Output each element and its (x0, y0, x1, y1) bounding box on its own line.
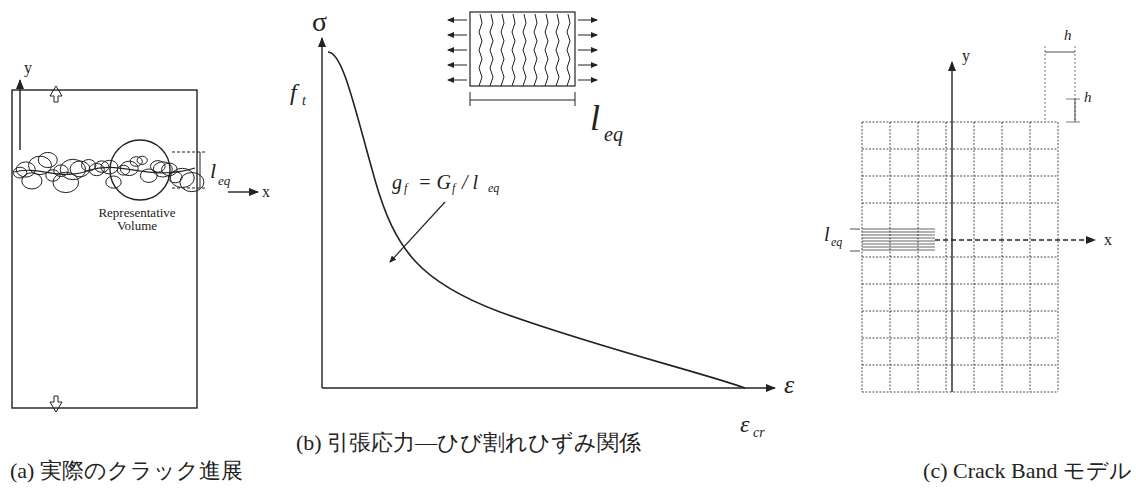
stroke (448, 35, 467, 36)
stroke (13, 167, 27, 178)
stroke (578, 20, 597, 21)
dimension-label: l (824, 224, 830, 244)
stroke (862, 176, 1058, 177)
stroke (180, 173, 204, 192)
stroke (862, 365, 1058, 366)
stroke (862, 241, 935, 242)
stroke (862, 392, 1058, 393)
stroke (578, 35, 597, 36)
stroke (448, 80, 467, 81)
region-label: Representative Volume (92, 206, 182, 232)
caption: (a) 実際のクラック進展 (10, 460, 243, 482)
subscript: f (452, 182, 455, 194)
stroke (448, 50, 467, 51)
stroke (862, 311, 1058, 312)
stroke (490, 14, 493, 86)
stroke (862, 122, 1058, 123)
subscript: t (302, 94, 306, 108)
stroke (512, 14, 515, 86)
dimension-label: l (590, 100, 600, 136)
stroke (130, 157, 142, 167)
caption: (c) Crack Band モデル (923, 460, 1132, 482)
dimension-label: l (210, 160, 216, 182)
stroke (448, 20, 467, 21)
stroke (862, 338, 1058, 339)
stroke (448, 65, 467, 66)
subscript: cr (753, 426, 765, 440)
value-label: ε (740, 412, 749, 436)
stroke (137, 156, 147, 164)
stroke (862, 244, 935, 245)
stroke (578, 50, 597, 51)
stroke (862, 247, 935, 248)
dimension-label: h (1064, 28, 1072, 43)
stroke (479, 14, 482, 86)
caption: (b) 引張応力―ひび割れひずみ関係 (296, 432, 641, 454)
dimension-label: h (1084, 90, 1092, 105)
stroke (862, 238, 935, 239)
subscript: eq (488, 182, 499, 194)
axis-label: x (1104, 232, 1112, 248)
axis-label: ε (784, 372, 794, 398)
stroke (501, 14, 504, 86)
energy-label: / l (462, 172, 478, 192)
energy-label: g (392, 172, 402, 192)
stroke (578, 80, 597, 81)
stroke (106, 176, 121, 188)
axis-label: x (262, 184, 270, 200)
stroke (534, 14, 537, 86)
stroke (523, 14, 526, 86)
stroke (578, 65, 597, 66)
stroke (1058, 122, 1059, 392)
subscript: eq (218, 174, 230, 187)
stroke (862, 284, 1058, 285)
axis-label: y (962, 48, 970, 64)
axis-label: σ (312, 8, 327, 36)
stroke (862, 149, 1058, 150)
stroke (862, 229, 935, 230)
stroke (14, 167, 195, 174)
stroke (22, 173, 42, 189)
stroke (862, 203, 1058, 204)
stroke (556, 14, 559, 86)
subscript: eq (604, 124, 623, 144)
stroke (862, 250, 935, 251)
stroke (862, 235, 935, 236)
subscript: eq (831, 236, 842, 248)
stroke (38, 152, 57, 167)
stroke (862, 232, 935, 233)
axis-label: y (24, 60, 32, 76)
stroke (862, 257, 1058, 258)
value-label: f (290, 80, 297, 104)
subscript: f (404, 182, 407, 194)
stroke (545, 14, 548, 86)
stroke (567, 14, 570, 86)
energy-label: = G (418, 172, 451, 192)
